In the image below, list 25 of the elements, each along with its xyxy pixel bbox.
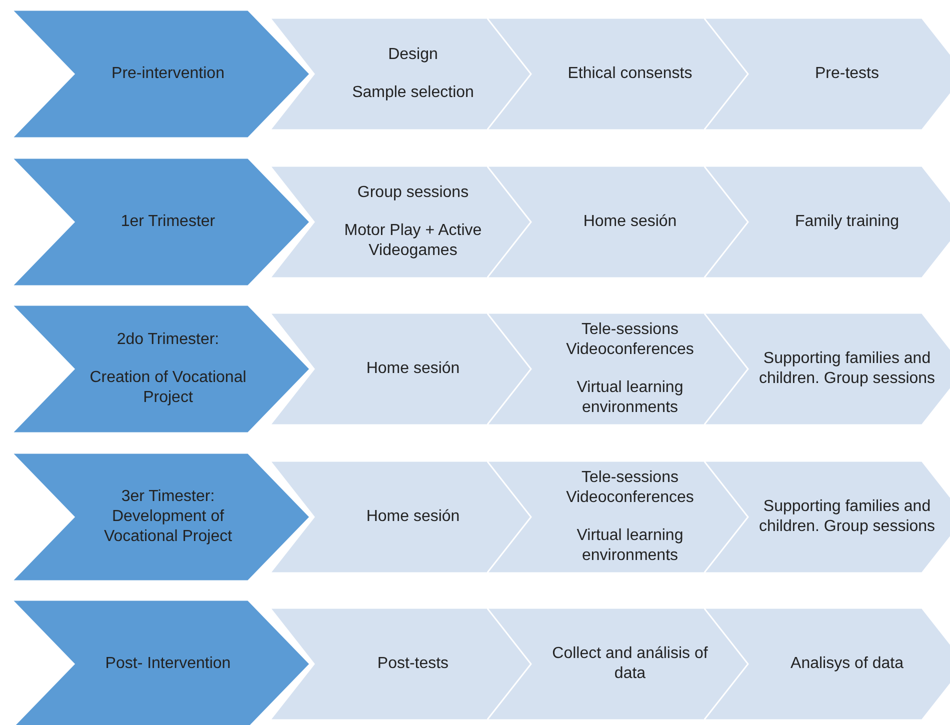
step-label: Virtual learning environments xyxy=(576,378,684,418)
step-label: Virtual learning environments xyxy=(576,526,684,566)
step-label: Creation of Vocational Project xyxy=(88,368,248,408)
step-label: Home sesión xyxy=(366,507,460,527)
step-label: Post- Intervention xyxy=(105,654,231,674)
step-label: Family training xyxy=(794,212,900,232)
step-label: Pre-intervention xyxy=(112,64,224,84)
step-label: Group sessions xyxy=(357,183,469,203)
step-label: Sample selection xyxy=(352,83,474,103)
step-label: Post-tests xyxy=(377,654,449,674)
step-label: 1er Trimester xyxy=(120,212,216,232)
step-label: Pre-tests xyxy=(814,64,879,84)
step-label: Tele-sessions Videoconferences xyxy=(565,320,695,360)
step-label: 2do Trimester: xyxy=(116,330,220,350)
step-label: Home sesión xyxy=(583,212,677,232)
step-label: Home sesión xyxy=(366,359,460,379)
step-label: Analisys of data xyxy=(790,654,904,674)
step-label: Tele-sessions Videoconferences xyxy=(565,468,695,508)
step-label: Collect and análisis of data xyxy=(551,644,709,684)
step-label: Motor Play + Active Videogames xyxy=(343,221,483,261)
step-label: Ethical consensts xyxy=(568,64,692,84)
step-label: 3er Timester: Development of Vocational Project xyxy=(102,487,234,547)
step-label: Supporting families and children. Group sessions xyxy=(758,349,936,389)
step-label: Supporting families and children. Group sessions xyxy=(758,497,936,537)
step-label: Design xyxy=(388,45,438,65)
